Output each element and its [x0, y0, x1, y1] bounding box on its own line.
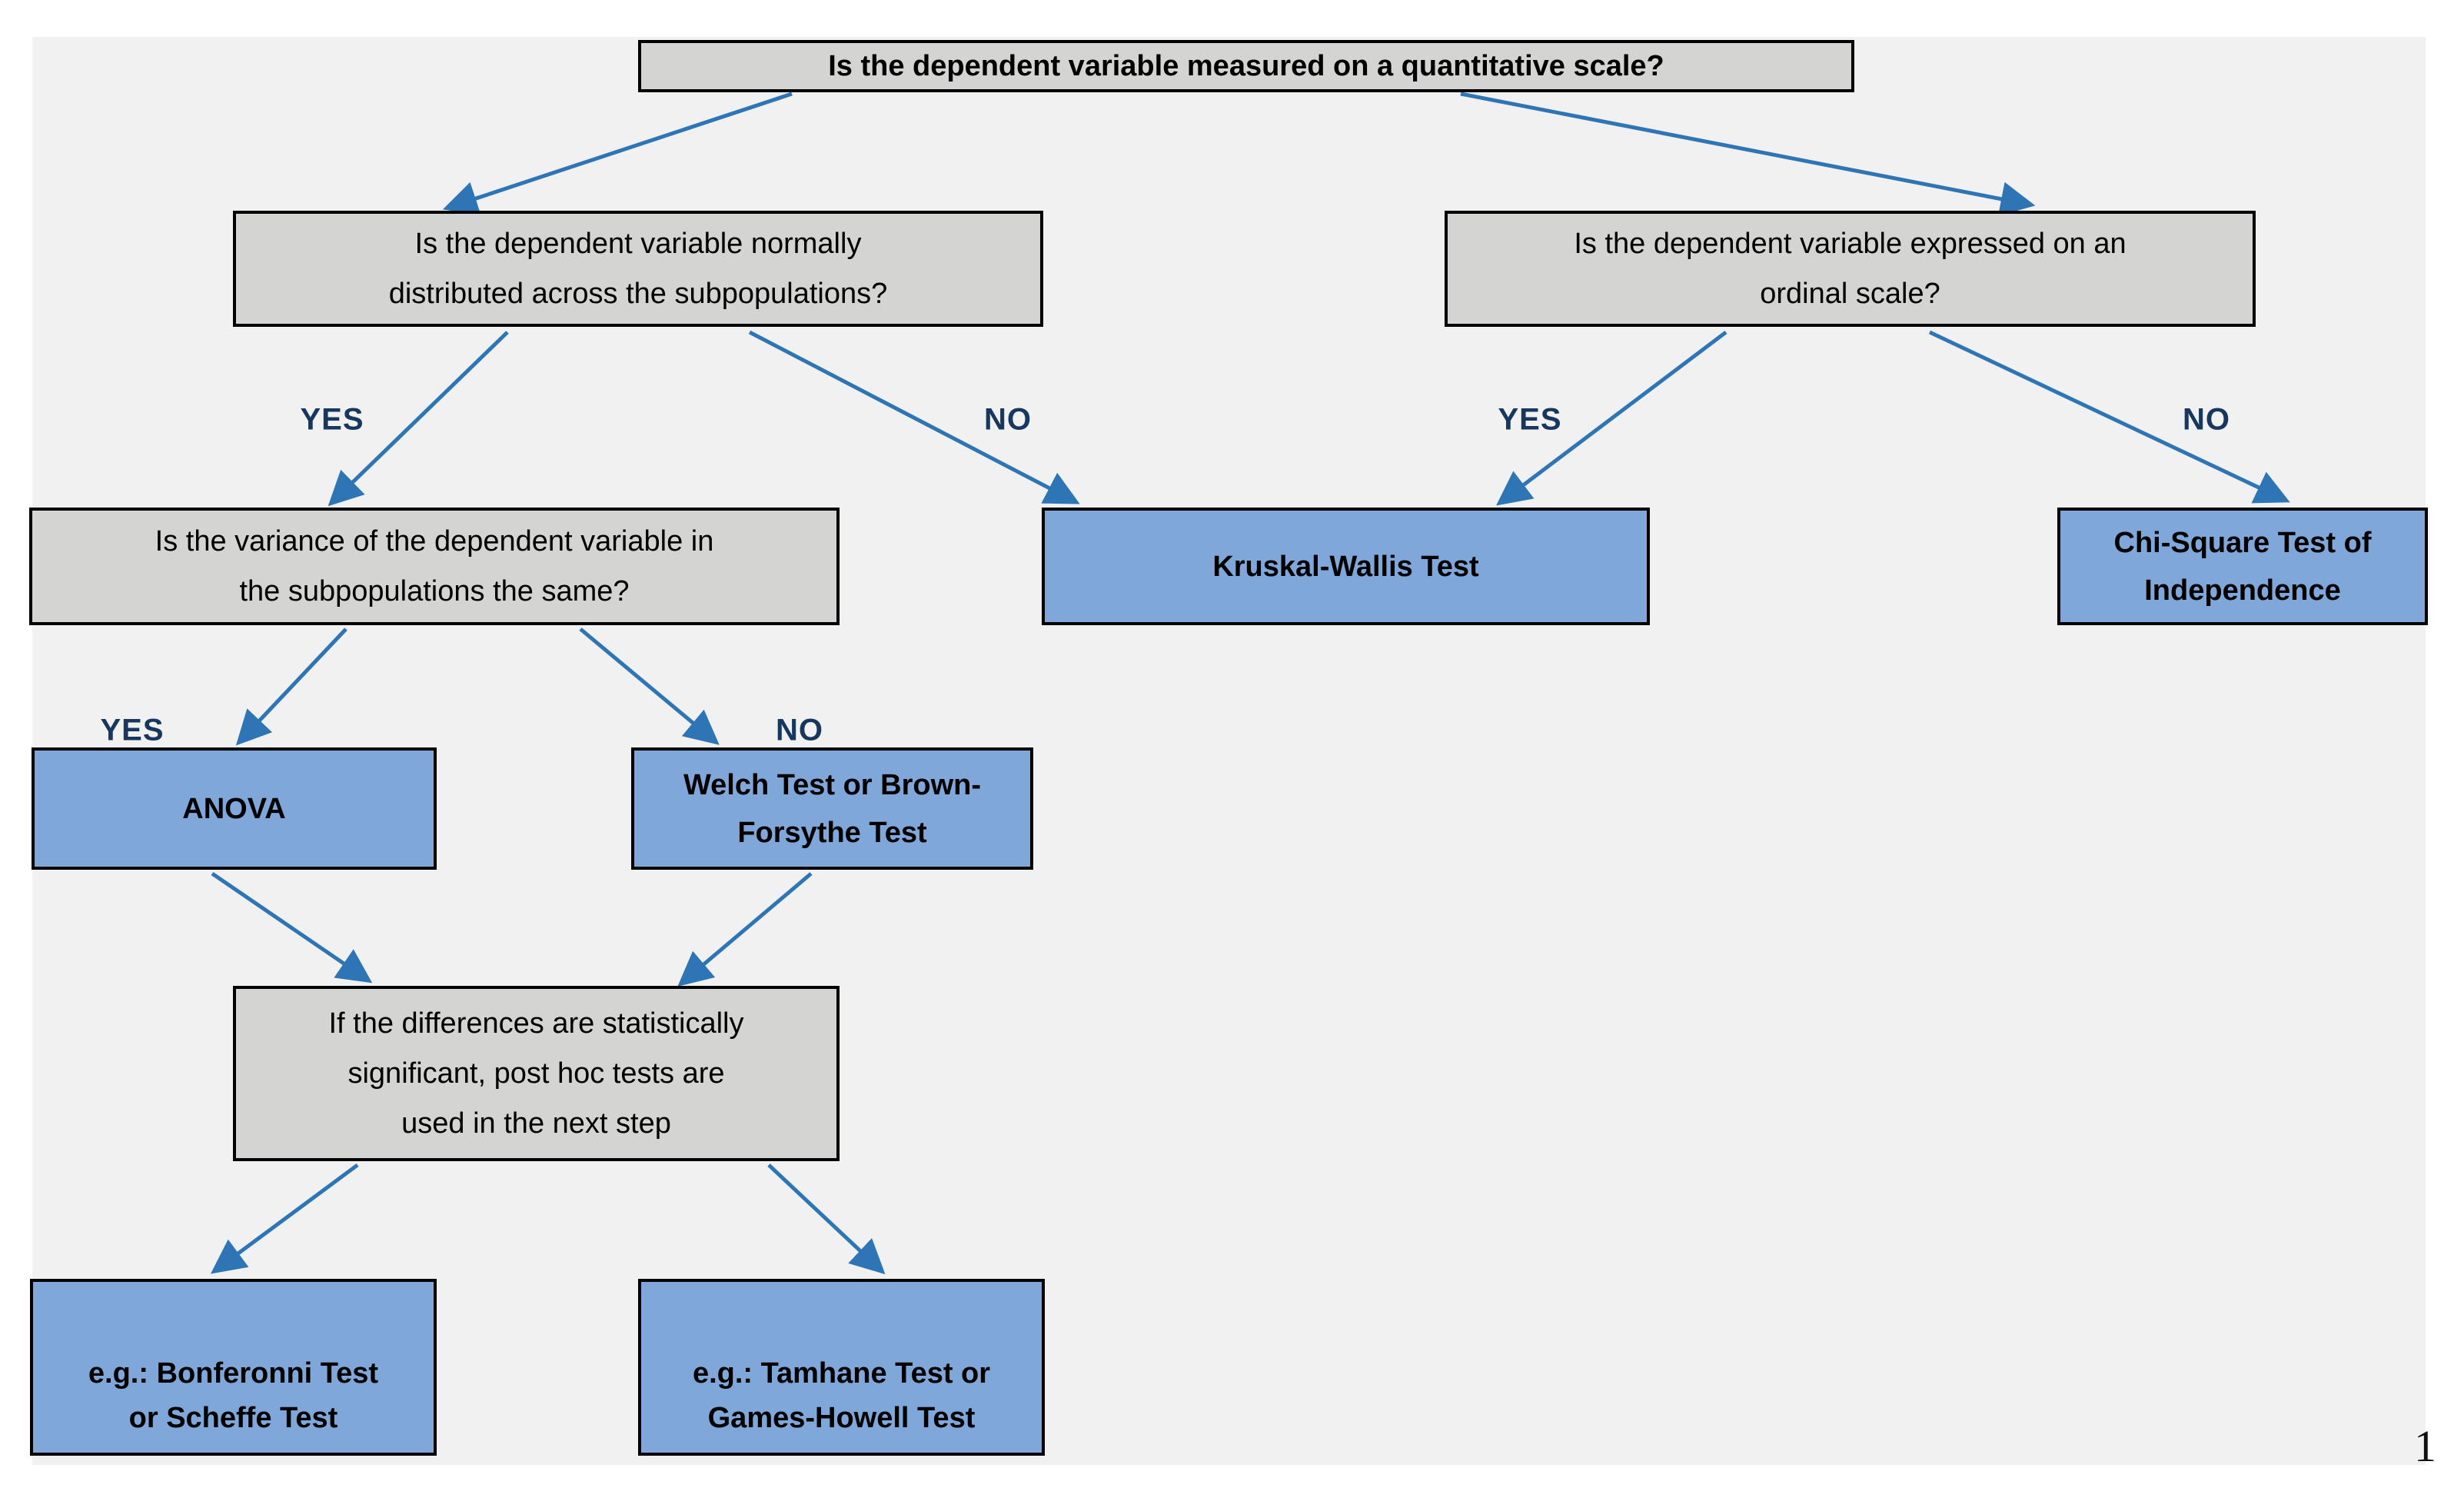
- node-kruskal-wallis-test: Kruskal-Wallis Test: [1042, 508, 1650, 625]
- branch-label-ordinal-yes: YES: [1498, 402, 1562, 437]
- node-welch-brown-forsythe: Welch Test or Brown- Forsythe Test: [631, 747, 1033, 870]
- node-bonferroni-scheffe: e.g.: Bonferonni Test or Scheffe Test: [30, 1279, 437, 1456]
- branch-label-variance-yes: YES: [100, 713, 165, 747]
- branch-label-normality-no: NO: [984, 402, 1032, 437]
- node-ordinal-question: Is the dependent variable expressed on a…: [1445, 211, 2256, 327]
- node-root-question: Is the dependent variable measured on a …: [638, 40, 1854, 92]
- branch-label-normality-yes: YES: [300, 402, 364, 437]
- branch-label-ordinal-no: NO: [2183, 402, 2230, 437]
- node-chi-square-test: Chi-Square Test of Independence: [2057, 508, 2428, 625]
- node-variance-question: Is the variance of the dependent variabl…: [29, 508, 840, 625]
- branch-label-variance-no: NO: [776, 713, 823, 747]
- node-normality-question: Is the dependent variable normally distr…: [233, 211, 1043, 327]
- node-posthoc-note: If the differences are statistically sig…: [233, 986, 840, 1161]
- page-number: 1: [2414, 1421, 2436, 1471]
- node-anova: ANOVA: [32, 747, 437, 870]
- node-tamhane-games-howell: e.g.: Tamhane Test or Games-Howell Test: [638, 1279, 1045, 1456]
